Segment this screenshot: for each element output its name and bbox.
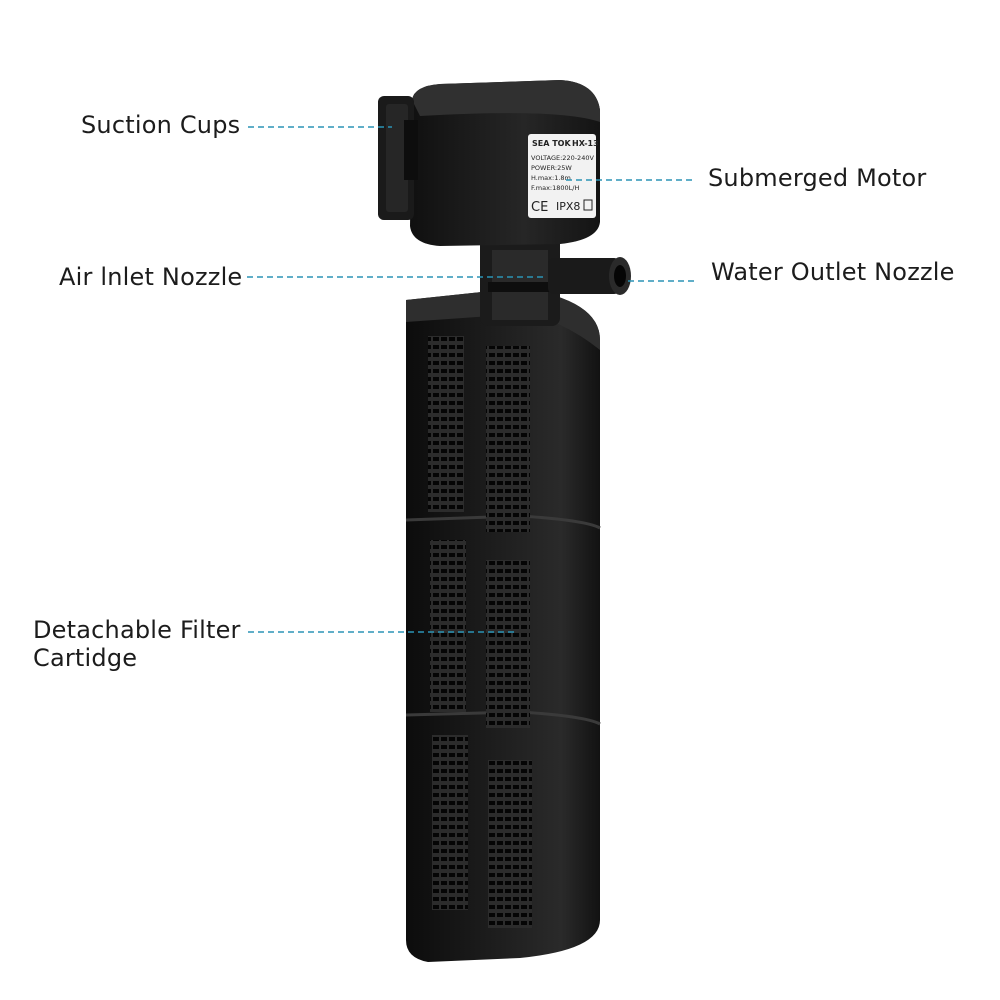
label-filter-line2: Cartidge bbox=[33, 644, 138, 672]
ce-mark: CE bbox=[531, 200, 548, 215]
fmax-text: F.max:1800L/H bbox=[531, 184, 579, 192]
power-text: POWER:25W bbox=[531, 164, 572, 172]
water-outlet-nozzle-shape bbox=[548, 257, 631, 295]
label-suction-cups: Suction Cups bbox=[81, 111, 241, 139]
hmax-text: H.max:1.8m bbox=[531, 174, 571, 182]
label-filter-line1: Detachable Filter bbox=[33, 616, 241, 644]
label-air-inlet-nozzle: Air lnlet Nozzle bbox=[59, 263, 243, 291]
pump-neck bbox=[480, 236, 560, 326]
filter-cartridge-body bbox=[405, 288, 601, 962]
double-insulation-icon bbox=[583, 199, 593, 211]
brand-text: SEA TOK bbox=[532, 139, 571, 148]
model-text: HX-13 bbox=[572, 139, 599, 148]
label-submerged-motor: Submerged Motor bbox=[708, 164, 927, 192]
ipx-mark: IPX8 bbox=[556, 200, 580, 213]
label-detachable-filter: Detachable Filter Cartidge bbox=[33, 616, 241, 672]
label-water-outlet-nozzle: Water Outlet Nozzle bbox=[711, 258, 955, 286]
nameplate: SEA TOK HX-13 VOLTAGE:220-240V POWER:25W… bbox=[528, 134, 599, 218]
voltage-text: VOLTAGE:220-240V bbox=[531, 154, 594, 162]
